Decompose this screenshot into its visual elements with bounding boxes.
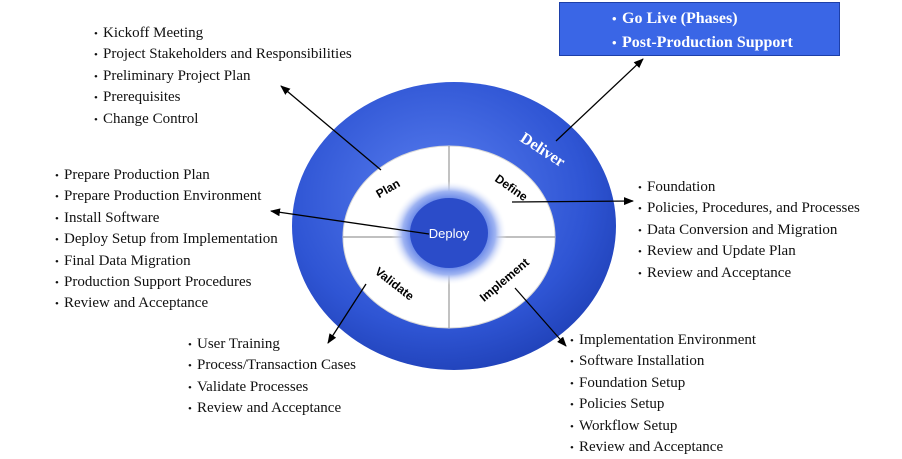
golive-item: Go Live (Phases)	[612, 7, 839, 31]
plan-list-item: Project Stakeholders and Responsibilitie…	[94, 44, 352, 65]
deploy-list-item: Deploy Setup from Implementation	[55, 229, 278, 250]
deploy-list-item: Install Software	[55, 208, 278, 229]
define-list-item: Data Conversion and Migration	[638, 220, 860, 241]
validate-list-item: Process/Transaction Cases	[188, 355, 356, 376]
deploy-label: Deploy	[429, 226, 470, 241]
implement-list: Implementation Environment Software Inst…	[570, 330, 756, 458]
validate-list-item: Validate Processes	[188, 377, 356, 398]
define-list-item: Foundation	[638, 177, 860, 198]
validate-list-item: Review and Acceptance	[188, 398, 356, 419]
implement-list-item: Foundation Setup	[570, 373, 756, 394]
define-list-item: Review and Acceptance	[638, 263, 860, 284]
deploy-core	[410, 198, 488, 268]
golive-list: Go Live (Phases) Post-Production Support	[560, 3, 839, 55]
deploy-list-item: Production Support Procedures	[55, 272, 278, 293]
plan-list: Kickoff Meeting Project Stakeholders and…	[94, 23, 352, 130]
deploy-list-item: Prepare Production Environment	[55, 186, 278, 207]
plan-list-item: Prerequisites	[94, 87, 352, 108]
implement-list-item: Software Installation	[570, 351, 756, 372]
deploy-list-item: Final Data Migration	[55, 251, 278, 272]
deploy-list: Prepare Production Plan Prepare Producti…	[55, 165, 278, 315]
golive-item: Post-Production Support	[612, 31, 839, 55]
implement-list-item: Policies Setup	[570, 394, 756, 415]
plan-list-item: Kickoff Meeting	[94, 23, 352, 44]
implement-list-item: Implementation Environment	[570, 330, 756, 351]
define-list: Foundation Policies, Procedures, and Pro…	[638, 177, 860, 284]
deploy-list-item: Review and Acceptance	[55, 293, 278, 314]
define-list-item: Policies, Procedures, and Processes	[638, 198, 860, 219]
plan-list-item: Change Control	[94, 109, 352, 130]
define-list-item: Review and Update Plan	[638, 241, 860, 262]
deploy-list-item: Prepare Production Plan	[55, 165, 278, 186]
arrow-to-implement-list	[514, 287, 567, 347]
validate-list: User Training Process/Transaction Cases …	[188, 334, 356, 420]
implement-list-item: Review and Acceptance	[570, 437, 756, 458]
implement-list-item: Workflow Setup	[570, 416, 756, 437]
validate-list-item: User Training	[188, 334, 356, 355]
golive-box: Go Live (Phases) Post-Production Support	[559, 2, 840, 56]
arrow-to-deploy-list	[270, 208, 430, 235]
plan-list-item: Preliminary Project Plan	[94, 66, 352, 87]
arrow-to-golive-box	[555, 58, 644, 142]
arrow-to-define-list	[511, 197, 634, 206]
